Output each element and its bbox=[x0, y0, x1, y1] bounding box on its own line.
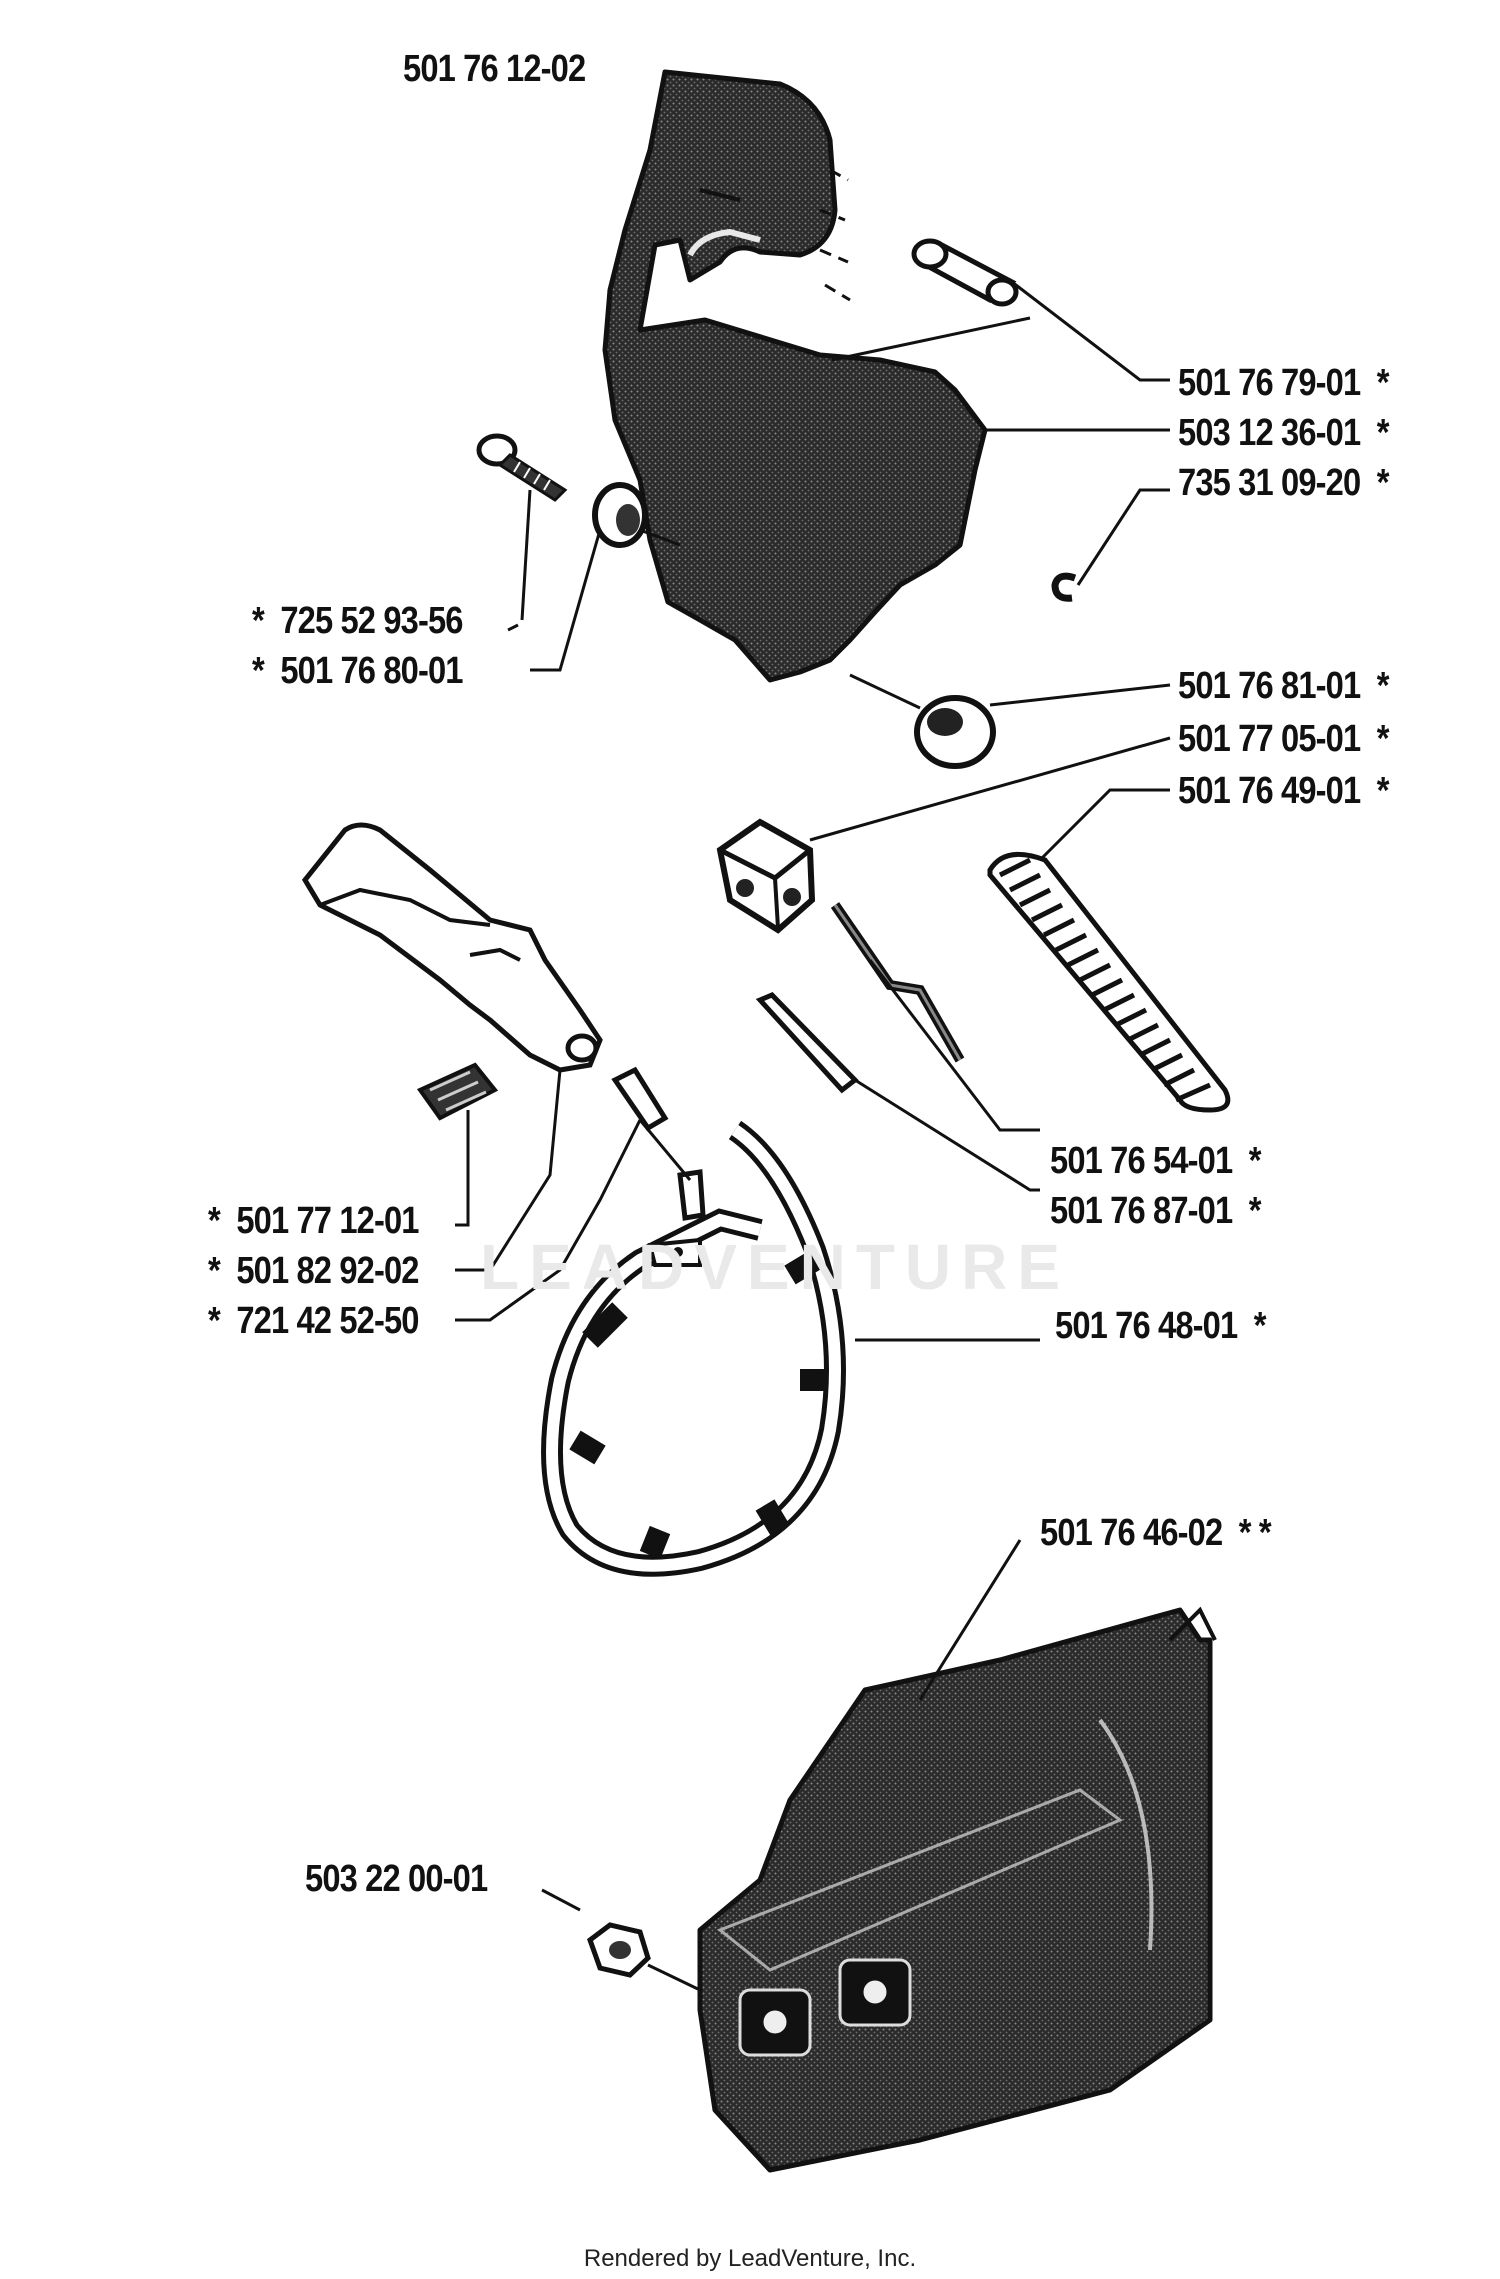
label-503-22-00-01: 503 22 00-01 bbox=[305, 1858, 488, 1900]
small-pins bbox=[611, 1066, 706, 1221]
spring-part bbox=[987, 851, 1231, 1113]
label-501-77-12-01: * 501 77 12-01 bbox=[208, 1200, 419, 1242]
hand-guard-part bbox=[602, 69, 988, 683]
label-503-12-36-01: 503 12 36-01 * bbox=[1178, 412, 1389, 454]
label-501-76-49-01: 501 76 49-01 * bbox=[1178, 770, 1389, 812]
circlip-part bbox=[1051, 572, 1077, 602]
label-501-76-54-01: 501 76 54-01 * bbox=[1050, 1140, 1261, 1182]
label-501-76-12-02: 501 76 12-02 bbox=[403, 48, 586, 90]
label-721-42-52-50: * 721 42 52-50 bbox=[208, 1300, 419, 1342]
label-501-82-92-02: * 501 82 92-02 bbox=[208, 1250, 419, 1292]
lever-part bbox=[301, 822, 603, 1073]
label-501-76-87-01: 501 76 87-01 * bbox=[1050, 1190, 1261, 1232]
screw-part bbox=[476, 433, 568, 502]
flat-pin-part bbox=[755, 992, 859, 1094]
washer-part bbox=[849, 673, 996, 769]
nut-part bbox=[587, 1922, 651, 1978]
guide-lines bbox=[819, 168, 1031, 362]
leader-lines bbox=[455, 280, 1171, 1992]
rod-part bbox=[830, 902, 965, 1063]
bushing-part bbox=[592, 482, 681, 548]
label-501-76-79-01: 501 76 79-01 * bbox=[1178, 362, 1389, 404]
clutch-cover-part bbox=[697, 1606, 1217, 2173]
label-735-31-09-20: 735 31 09-20 * bbox=[1178, 462, 1389, 504]
footer-credit: Rendered by LeadVenture, Inc. bbox=[583, 2245, 917, 2272]
brake-band-part bbox=[541, 1120, 846, 1577]
label-501-77-05-01: 501 77 05-01 * bbox=[1178, 718, 1389, 760]
spring-pin-part bbox=[416, 1062, 499, 1121]
watermark-text: LEADVENTURE bbox=[480, 1231, 1071, 1303]
label-725-52-93-56: * 725 52 93-56 bbox=[252, 600, 463, 642]
label-501-76-80-01: * 501 76 80-01 bbox=[252, 650, 463, 692]
label-501-76-46-02: 501 76 46-02 * * bbox=[1040, 1512, 1272, 1554]
pin-part bbox=[911, 238, 1019, 307]
label-501-76-81-01: 501 76 81-01 * bbox=[1178, 665, 1389, 707]
label-501-76-48-01: 501 76 48-01 * bbox=[1055, 1305, 1266, 1347]
block-part bbox=[716, 818, 816, 934]
